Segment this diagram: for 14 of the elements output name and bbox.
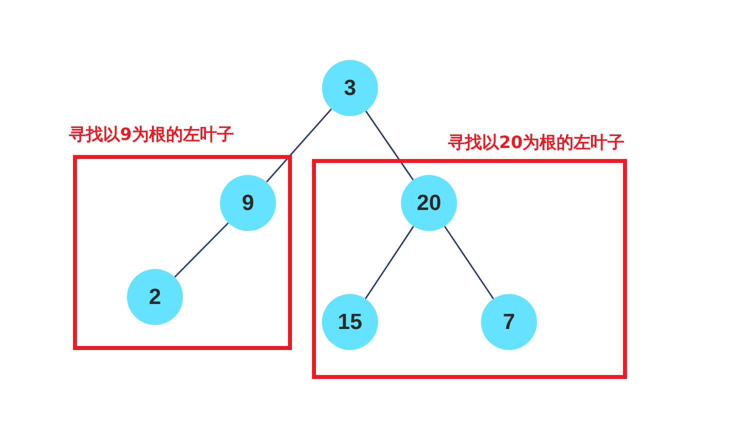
tree-edge [174, 222, 229, 278]
region-heading: 寻找以9为根的左叶子 [69, 124, 234, 146]
node-value: 15 [338, 309, 362, 335]
node-value: 20 [416, 190, 442, 216]
node-value: 3 [344, 75, 356, 101]
tree-edge [444, 226, 494, 300]
region-heading: 寻找以20为根的左叶子 [448, 132, 625, 154]
tree-edge [365, 110, 414, 180]
tree-edge [364, 226, 414, 300]
tree-edge [266, 108, 332, 183]
node-value: 2 [148, 284, 162, 310]
node-value: 7 [502, 309, 516, 335]
tree-node-circle [220, 175, 276, 231]
node-value: 9 [242, 190, 254, 216]
